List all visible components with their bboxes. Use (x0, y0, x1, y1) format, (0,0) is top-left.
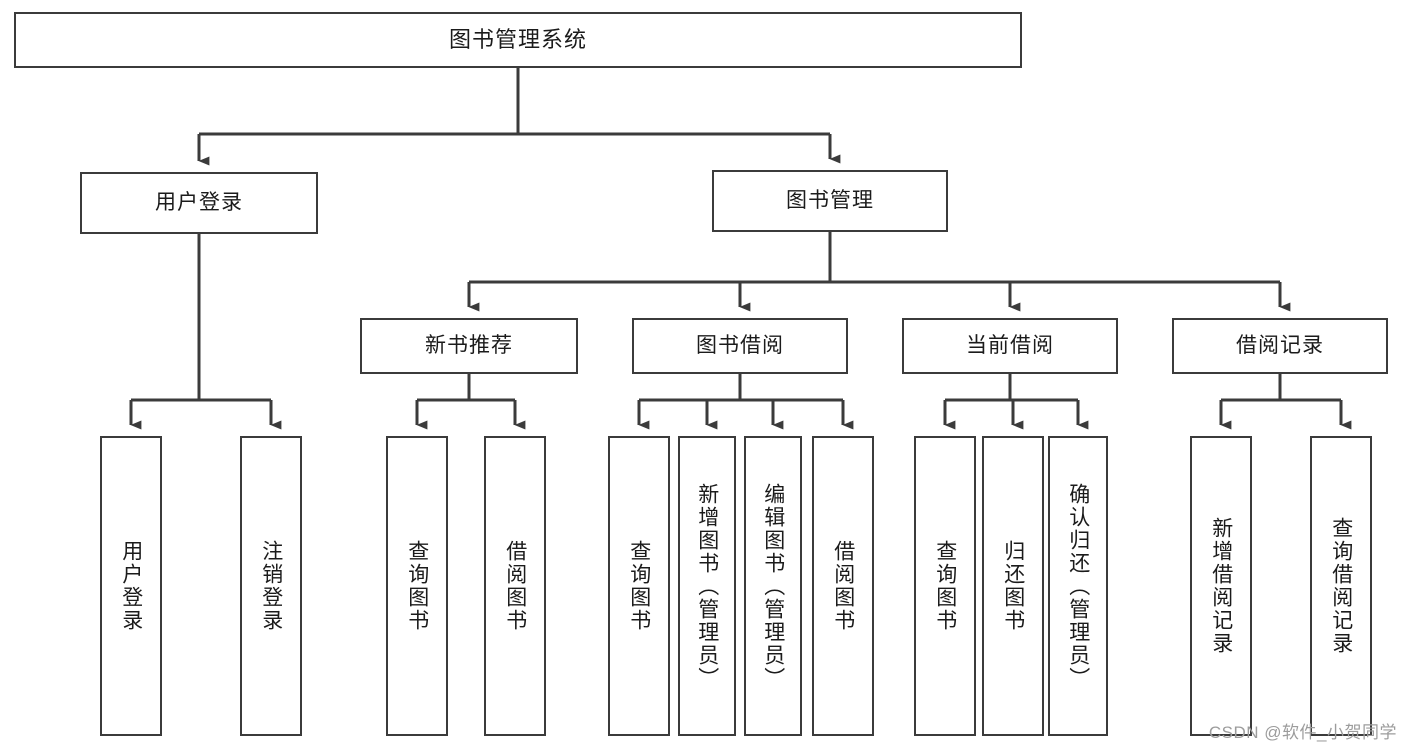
node-leaf-add-book[interactable]: 新增图书（管理员） (678, 436, 736, 736)
node-root-root[interactable]: 图书管理系统 (14, 12, 1022, 68)
node-leaf-user-login[interactable]: 用户登录 (100, 436, 162, 736)
node-label: 新增图书（管理员） (695, 482, 719, 690)
node-label: 新书推荐 (425, 334, 513, 358)
node-book-borrow[interactable]: 图书借阅 (632, 318, 848, 374)
node-user-login[interactable]: 用户登录 (80, 172, 318, 234)
node-label: 用户登录 (155, 191, 243, 215)
node-leaf-return-book[interactable]: 归还图书 (982, 436, 1044, 736)
node-leaf-query-book-b[interactable]: 查询图书 (608, 436, 670, 736)
node-label: 借阅图书 (503, 540, 527, 632)
node-leaf-query-book-c[interactable]: 查询图书 (914, 436, 976, 736)
node-leaf-user-logout[interactable]: 注销登录 (240, 436, 302, 736)
node-leaf-confirm-return[interactable]: 确认归还（管理员） (1048, 436, 1108, 736)
node-new-book-rec[interactable]: 新书推荐 (360, 318, 578, 374)
node-label: 图书管理 (786, 189, 874, 213)
node-leaf-add-record[interactable]: 新增借阅记录 (1190, 436, 1252, 736)
node-leaf-borrow-book-rec[interactable]: 借阅图书 (484, 436, 546, 736)
node-leaf-edit-book[interactable]: 编辑图书（管理员） (744, 436, 802, 736)
node-leaf-query-book-rec[interactable]: 查询图书 (386, 436, 448, 736)
node-leaf-query-record[interactable]: 查询借阅记录 (1310, 436, 1372, 736)
node-book-manage[interactable]: 图书管理 (712, 170, 948, 232)
node-label: 归还图书 (1001, 540, 1025, 632)
node-label: 查询图书 (405, 540, 429, 632)
node-label: 图书借阅 (696, 334, 784, 358)
node-label: 新增借阅记录 (1209, 517, 1233, 655)
node-label: 查询图书 (933, 540, 957, 632)
node-label: 查询图书 (627, 540, 651, 632)
node-label: 借阅记录 (1236, 334, 1324, 358)
node-leaf-borrow-book-b[interactable]: 借阅图书 (812, 436, 874, 736)
node-label: 图书管理系统 (448, 26, 587, 52)
node-label: 借阅图书 (831, 540, 855, 632)
node-label: 用户登录 (119, 540, 143, 632)
node-borrow-record[interactable]: 借阅记录 (1172, 318, 1388, 374)
node-label: 当前借阅 (966, 334, 1054, 358)
node-current-borrow[interactable]: 当前借阅 (902, 318, 1118, 374)
node-label: 注销登录 (259, 540, 283, 632)
node-label: 查询借阅记录 (1329, 517, 1353, 655)
node-label: 编辑图书（管理员） (761, 482, 785, 690)
node-label: 确认归还（管理员） (1066, 482, 1090, 690)
